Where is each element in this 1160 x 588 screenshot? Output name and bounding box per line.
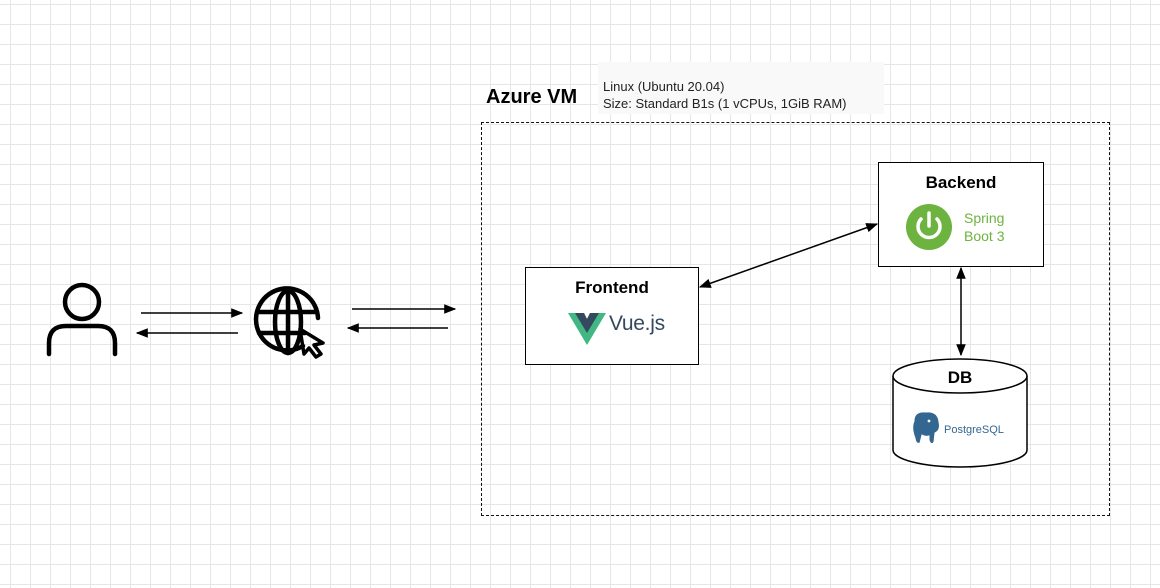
frontend-title: Frontend [575, 278, 649, 297]
postgres-logo-text: PostgreSQL [944, 424, 1004, 436]
azure-vm-title: Azure VM [486, 86, 578, 108]
azure-vm-container [481, 122, 1110, 516]
spring-logo-text-line2: Boot 3 [964, 228, 1005, 244]
vm-os-label: Linux (Ubuntu 20.04) [603, 79, 725, 94]
vm-size-label: Size: Standard B1s (1 vCPUs, 1GiB RAM) [603, 96, 847, 111]
backend-title: Backend [925, 173, 997, 192]
user-web-arrows [135, 308, 244, 338]
azure-vm-info: Linux (Ubuntu 20.04) Size: Standard B1s … [598, 62, 884, 114]
web-vm-arrows [346, 304, 457, 333]
user-icon [46, 282, 118, 357]
vue-logo-text: Vue.js [609, 312, 665, 335]
frontend-node[interactable]: Frontend [525, 267, 699, 365]
globe-cursor-icon [253, 286, 325, 359]
backend-node[interactable]: Backend [878, 162, 1044, 267]
postgres-elephant-icon [912, 411, 940, 445]
spring-logo-text-line1: Spring [964, 210, 1005, 226]
arrow-frontend-backend [698, 223, 879, 288]
db-title: DB [947, 368, 973, 387]
